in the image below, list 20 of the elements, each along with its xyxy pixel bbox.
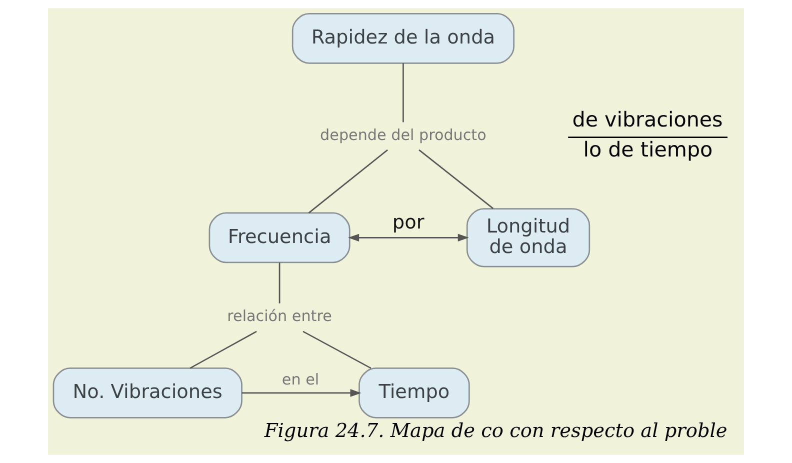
- node-text: depende del producto: [320, 126, 486, 144]
- edge-label: por: [392, 210, 424, 234]
- connector: [418, 149, 494, 210]
- connector: [278, 262, 280, 304]
- label: de vibraciones: [572, 107, 723, 132]
- connector: [402, 63, 404, 122]
- node-box: Longitud de onda: [466, 208, 590, 268]
- node-box: Tiempo: [358, 368, 470, 418]
- node-box: Frecuencia: [208, 212, 350, 264]
- connector: [302, 330, 372, 369]
- label: lo de tiempo: [583, 138, 713, 162]
- edge-label: en el: [282, 370, 320, 388]
- node-box: No. Vibraciones: [52, 368, 242, 418]
- connector: [308, 149, 388, 214]
- arrow: [242, 389, 362, 397]
- caption: Figura 24.7. Mapa de co con respecto al proble: [264, 419, 728, 442]
- node-text: relación entre: [227, 307, 332, 326]
- node-box: Rapidez de la onda: [292, 13, 515, 64]
- connector: [190, 330, 257, 369]
- arrow: [348, 234, 469, 242]
